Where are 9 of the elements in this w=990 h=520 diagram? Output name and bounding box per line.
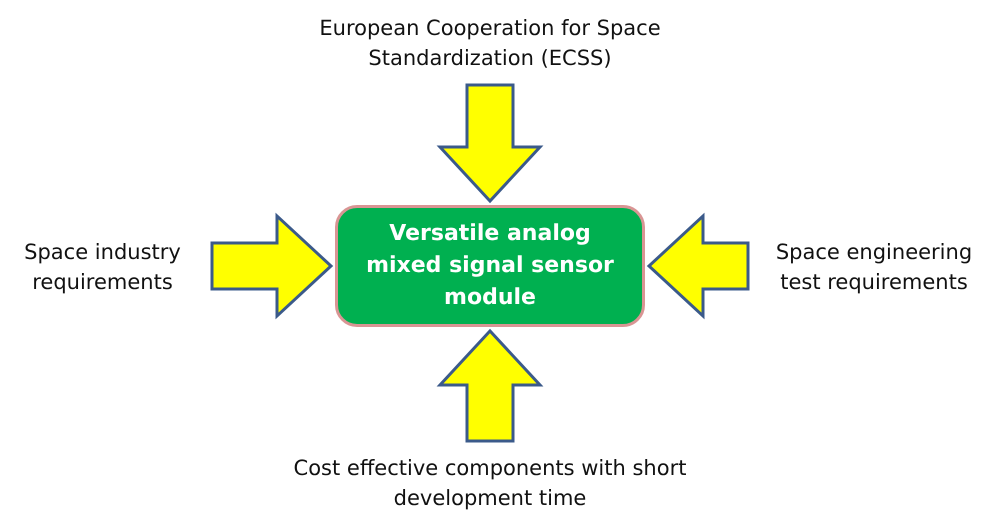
input-label: Cost effective components with short development time (292, 455, 688, 512)
block-arrow (436, 328, 544, 442)
input-label: European Cooperation for Space Standardization (ECSS) (318, 15, 662, 72)
block-arrow (210, 212, 334, 320)
module-box: Versatile analog mixed signal sensor module (335, 205, 645, 327)
input-label: Space engineering test requirements (774, 239, 974, 296)
block-arrow (646, 212, 750, 320)
block-arrow (436, 84, 544, 204)
input-label: Space industry requirements (23, 239, 182, 296)
